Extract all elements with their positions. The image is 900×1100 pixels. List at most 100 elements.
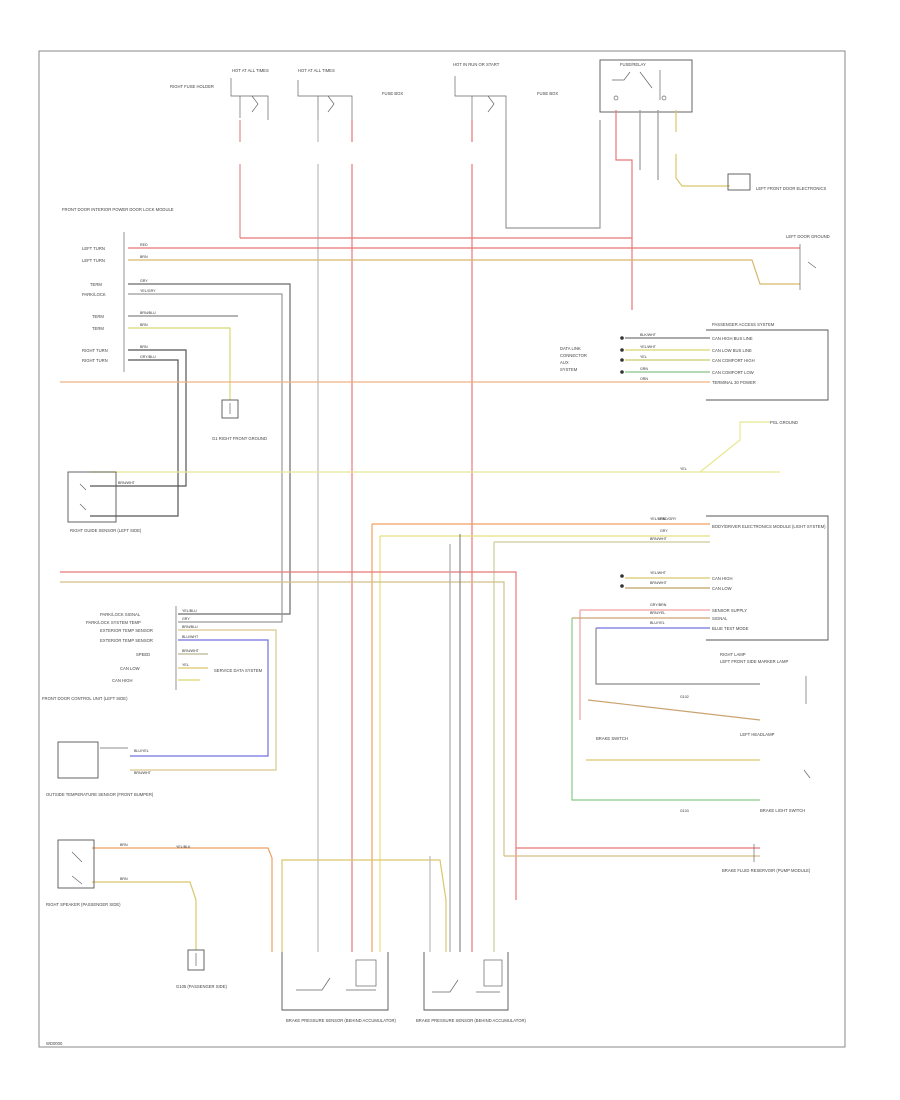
left-module-pin: TERM	[92, 326, 104, 331]
svg-text:BLK/WHT: BLK/WHT	[640, 333, 657, 337]
svg-text:SENSOR SUPPLY: SENSOR SUPPLY	[712, 608, 747, 613]
svg-text:YEL/WHT: YEL/WHT	[650, 571, 667, 575]
svg-text:YEL/BRN: YEL/BRN	[650, 517, 666, 521]
svg-text:GRY: GRY	[140, 279, 148, 283]
left-module-wire-labels: RED BRN GRY YEL/GRY BRN/BLU BRN BRN GRY/…	[140, 243, 156, 359]
right-guide-sensor: RIGHT GUIDE SENSOR (LEFT SIDE) BRN/WHT	[67, 471, 142, 533]
left-module-title: FRONT DOOR INTERIOR POWER DOOR LOCK MODU…	[62, 207, 174, 212]
svg-text:GRY: GRY	[660, 529, 668, 533]
body-module-title: BODY/DRIVER ELECTRONICS MODULE (LIGHT SY…	[712, 524, 826, 529]
svg-text:RED/GRY: RED/GRY	[660, 517, 677, 521]
svg-text:BRAKE PRESSURE SENSOR (BEHIND: BRAKE PRESSURE SENSOR (BEHIND ACCUMULATO…	[416, 1018, 527, 1023]
left-module-pin: LEFT TURN	[82, 246, 105, 251]
passenger-access-module: PASSENGER ACCESS SYSTEM CAN HIGH BUS LIN…	[560, 322, 829, 401]
fuse-left-label: HOT AT ALL TIMES	[232, 68, 269, 73]
svg-text:SIGNAL: SIGNAL	[712, 616, 728, 621]
svg-text:G105 (PASSENGER SIDE): G105 (PASSENGER SIDE)	[176, 984, 227, 989]
svg-text:AUX: AUX	[560, 360, 569, 365]
svg-text:BRN/BLU: BRN/BLU	[182, 625, 198, 629]
svg-text:RIGHT LAMP: RIGHT LAMP	[720, 652, 746, 657]
svg-text:BRN: BRN	[120, 843, 128, 847]
lower-left-ground: G105 (PASSENGER SIDE)	[176, 949, 227, 989]
svg-text:EXTERIOR TEMP SENSOR: EXTERIOR TEMP SENSOR	[100, 628, 153, 633]
front-door-control-unit: FRONT DOOR CONTROL UNIT (LEFT SIDE) PARK…	[42, 606, 263, 701]
svg-text:YEL: YEL	[680, 467, 687, 471]
left-module-pin: TERM	[92, 314, 104, 319]
svg-text:PARK/LOCK SIGNAL: PARK/LOCK SIGNAL	[100, 612, 141, 617]
svg-text:CAN COMFORT HIGH: CAN COMFORT HIGH	[712, 358, 755, 363]
svg-text:YEL/WHT: YEL/WHT	[640, 345, 657, 349]
left-module-pin: TERM	[90, 282, 102, 287]
svg-text:BRN: BRN	[120, 877, 128, 881]
left-module-pin: RIGHT TURN	[82, 348, 108, 353]
svg-text:CAN LOW BUS LINE: CAN LOW BUS LINE	[712, 348, 752, 353]
svg-text:BRAKE PRESSURE SENSOR (BEHIND: BRAKE PRESSURE SENSOR (BEHIND ACCUMULATO…	[286, 1018, 397, 1023]
passenger-access-title: PASSENGER ACCESS SYSTEM	[712, 322, 775, 327]
svg-text:CAN LOW: CAN LOW	[712, 586, 732, 591]
top-relay: FUSE/RELAY	[599, 59, 693, 113]
svg-text:SPEED: SPEED	[136, 652, 150, 657]
svg-text:BRAKE LIGHT SWITCH: BRAKE LIGHT SWITCH	[760, 808, 805, 813]
svg-text:GRY/BLU: GRY/BLU	[140, 355, 156, 359]
svg-text:BRAKE FLUID RESERVOIR (PUMP MO: BRAKE FLUID RESERVOIR (PUMP MODULE)	[722, 868, 811, 873]
speaker-label: RIGHT SPEAKER (PASSENGER SIDE)	[46, 902, 121, 907]
svg-text:GRY: GRY	[182, 617, 190, 621]
svg-text:YEL: YEL	[182, 663, 189, 667]
svg-text:TERMINAL 30 POWER: TERMINAL 30 POWER	[712, 380, 756, 385]
svg-text:CAN COMFORT LOW: CAN COMFORT LOW	[712, 370, 754, 375]
svg-text:SYSTEM: SYSTEM	[560, 367, 578, 372]
svg-text:G102: G102	[680, 695, 689, 699]
svg-text:PARK/LOCK SYSTEM TEMP: PARK/LOCK SYSTEM TEMP	[86, 620, 141, 625]
top-fuse-mid: HOT AT ALL TIMES FUSE BOX	[297, 68, 403, 120]
svg-text:G103: G103	[680, 809, 689, 813]
vertical-wire-labels	[237, 132, 679, 164]
svg-text:EXTERIOR TEMP SENSOR: EXTERIOR TEMP SENSOR	[100, 638, 153, 643]
footer-code: WD0000	[46, 1041, 63, 1046]
svg-text:BLU/WHT: BLU/WHT	[182, 635, 199, 639]
right-guide-sensor-label: RIGHT GUIDE SENSOR (LEFT SIDE)	[70, 528, 142, 533]
left-module-pins: LEFT TURN LEFT TURN TERM PARK/LOCK TERM …	[82, 246, 108, 363]
outside-temp-sensor: BLU/YEL BRN/WHT OUTSIDE TEMPERATURE SENS…	[46, 741, 154, 797]
svg-text:YEL/GRY: YEL/GRY	[140, 289, 156, 293]
outside-temp-label: OUTSIDE TEMPERATURE SENSOR (FRONT BUMPER…	[46, 792, 154, 797]
body-electronics-module: BODY/DRIVER ELECTRONICS MODULE (LIGHT SY…	[620, 515, 829, 641]
svg-text:BRN/BLU: BRN/BLU	[140, 311, 156, 315]
svg-text:YEL/BLK: YEL/BLK	[176, 845, 191, 849]
svg-text:BRN/WHT: BRN/WHT	[118, 481, 136, 485]
svg-text:BRN: BRN	[140, 323, 148, 327]
svg-text:BLU/YEL: BLU/YEL	[650, 621, 665, 625]
bottom-connectors	[271, 900, 495, 952]
svg-text:CAN HIGH BUS LINE: CAN HIGH BUS LINE	[712, 336, 753, 341]
svg-text:YEL/BLU: YEL/BLU	[182, 609, 197, 613]
svg-text:BRN: BRN	[140, 345, 148, 349]
middle-left-ground-label: G1 RIGHT FRONT GROUND	[212, 436, 267, 441]
left-module-pin: LEFT TURN	[82, 258, 105, 263]
svg-text:LEFT HEADLAMP: LEFT HEADLAMP	[740, 732, 775, 737]
svg-text:CAN HIGH: CAN HIGH	[112, 678, 132, 683]
svg-text:BRN/YEL: BRN/YEL	[650, 611, 665, 615]
svg-text:CONNECTOR: CONNECTOR	[560, 353, 587, 358]
svg-text:BRAKE SWITCH: BRAKE SWITCH	[596, 736, 628, 741]
bottom-right-label-group: BRAKE FLUID RESERVOIR (PUMP MODULE)	[722, 844, 811, 873]
right-top-connector-label: LEFT FRONT DOOR ELECTRONICS	[756, 186, 827, 191]
left-module: FRONT DOOR INTERIOR POWER DOOR LOCK MODU…	[62, 207, 174, 372]
svg-text:RED: RED	[140, 243, 148, 247]
relay-label: FUSE/RELAY	[620, 62, 646, 67]
svg-text:SERVICE DATA SYSTEM: SERVICE DATA SYSTEM	[214, 668, 263, 673]
fuse-right-sub: FUSE BOX	[537, 91, 558, 96]
fuse-left-sub: RIGHT FUSE HOLDER	[170, 84, 214, 89]
bottom-right-module: BRAKE PRESSURE SENSOR (BEHIND ACCUMULATO…	[416, 952, 527, 1023]
svg-text:BRN/WHT: BRN/WHT	[650, 581, 668, 585]
fuse-mid-label: HOT AT ALL TIMES	[298, 68, 335, 73]
svg-text:CAN HIGH: CAN HIGH	[712, 576, 732, 581]
svg-text:DATA LINK: DATA LINK	[560, 346, 581, 351]
right-lower-labels: RIGHT LAMP LEFT FRONT SIDE MARKER LAMP B…	[596, 652, 811, 813]
svg-text:BLUE TEST MODE: BLUE TEST MODE	[712, 626, 749, 631]
right-top-ground: LEFT FRONT DOOR ELECTRONICS LEFT DOOR GR…	[727, 173, 830, 290]
svg-text:BRN/WHT: BRN/WHT	[650, 537, 668, 541]
wires	[60, 110, 800, 950]
diagram-border	[38, 50, 846, 1048]
ground-right-label: PGL GROUND	[770, 420, 798, 425]
svg-text:GRN: GRN	[640, 367, 648, 371]
top-fuse-right: HOT IN RUN OR START FUSE BOX	[453, 62, 558, 120]
